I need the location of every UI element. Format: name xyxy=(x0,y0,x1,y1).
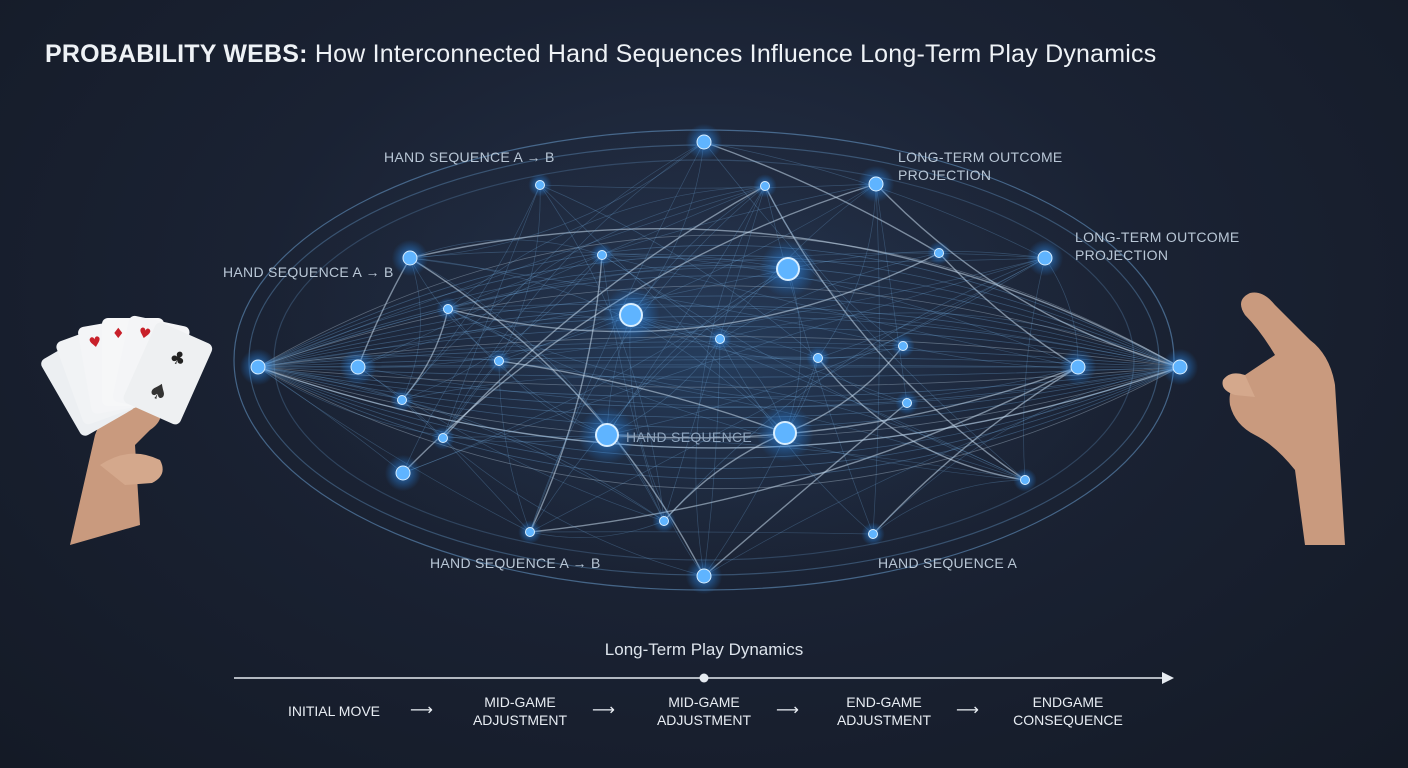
web-node xyxy=(697,135,711,149)
stage-2-line1: MID-GAME xyxy=(473,693,567,711)
reaching-hand-icon xyxy=(1215,285,1355,545)
svg-text:♦: ♦ xyxy=(112,326,125,342)
timeline-stage-5: ENDGAME CONSEQUENCE xyxy=(1013,693,1123,729)
web-node xyxy=(1173,360,1187,374)
label-top-left: HAND SEQUENCE A → B xyxy=(384,148,555,166)
web-node xyxy=(251,360,265,374)
timeline-title: Long-Term Play Dynamics xyxy=(0,640,1408,660)
step-arrow-1: ⟶ xyxy=(410,700,433,720)
web-node xyxy=(620,304,642,326)
web-node xyxy=(396,466,410,480)
web-node xyxy=(935,249,944,258)
web-node xyxy=(716,335,725,344)
label-bottom-left: HAND SEQUENCE A → B xyxy=(430,554,601,572)
stage-5-line1: ENDGAME xyxy=(1013,693,1123,711)
step-arrow-3: ⟶ xyxy=(776,700,799,720)
timeline-stage-2: MID-GAME ADJUSTMENT xyxy=(473,693,567,729)
web-node xyxy=(536,181,545,190)
stage-4-line2: ADJUSTMENT xyxy=(837,711,931,729)
web-node xyxy=(1021,476,1030,485)
timeline-stage-4: END-GAME ADJUSTMENT xyxy=(837,693,931,729)
web-node xyxy=(869,177,883,191)
stage-3-line2: ADJUSTMENT xyxy=(657,711,751,729)
web-node xyxy=(899,342,908,351)
timeline-stage-1: INITIAL MOVE xyxy=(288,702,380,720)
label-top-right-line2: PROJECTION xyxy=(898,166,1063,184)
web-node xyxy=(398,396,407,405)
web-node xyxy=(495,357,504,366)
web-node xyxy=(777,258,799,280)
step-arrow-2: ⟶ xyxy=(592,700,615,720)
web-node xyxy=(903,399,912,408)
web-node xyxy=(351,360,365,374)
stage-1-line1: INITIAL MOVE xyxy=(288,702,380,720)
timeline-stage-3: MID-GAME ADJUSTMENT xyxy=(657,693,751,729)
label-top-right-line1: LONG-TERM OUTCOME xyxy=(898,148,1063,166)
web-node xyxy=(1071,360,1085,374)
web-node xyxy=(439,434,448,443)
label-top-right: LONG-TERM OUTCOME PROJECTION xyxy=(898,148,1063,184)
label-right-line1: LONG-TERM OUTCOME xyxy=(1075,228,1240,246)
stage-4-line1: END-GAME xyxy=(837,693,931,711)
web-node xyxy=(596,424,618,446)
web-node xyxy=(814,354,823,363)
label-bottom-right: HAND SEQUENCE A xyxy=(878,554,1017,572)
web-node xyxy=(403,251,417,265)
stage-3-line1: MID-GAME xyxy=(657,693,751,711)
web-node xyxy=(444,305,453,314)
label-right: LONG-TERM OUTCOME PROJECTION xyxy=(1075,228,1240,264)
web-node xyxy=(869,530,878,539)
playing-cards-hand-icon: ♥ ♦ ♥ ♣ ♠ xyxy=(40,285,240,545)
stage-5-line2: CONSEQUENCE xyxy=(1013,711,1123,729)
label-center: HAND SEQUENCE xyxy=(626,428,752,446)
label-left: HAND SEQUENCE A → B xyxy=(223,263,394,281)
stage-2-line2: ADJUSTMENT xyxy=(473,711,567,729)
web-node xyxy=(1038,251,1052,265)
web-node xyxy=(774,422,796,444)
web-node xyxy=(697,569,711,583)
label-right-line2: PROJECTION xyxy=(1075,246,1240,264)
web-node xyxy=(761,182,770,191)
web-node xyxy=(598,251,607,260)
step-arrow-4: ⟶ xyxy=(956,700,979,720)
web-node xyxy=(660,517,669,526)
web-node xyxy=(526,528,535,537)
